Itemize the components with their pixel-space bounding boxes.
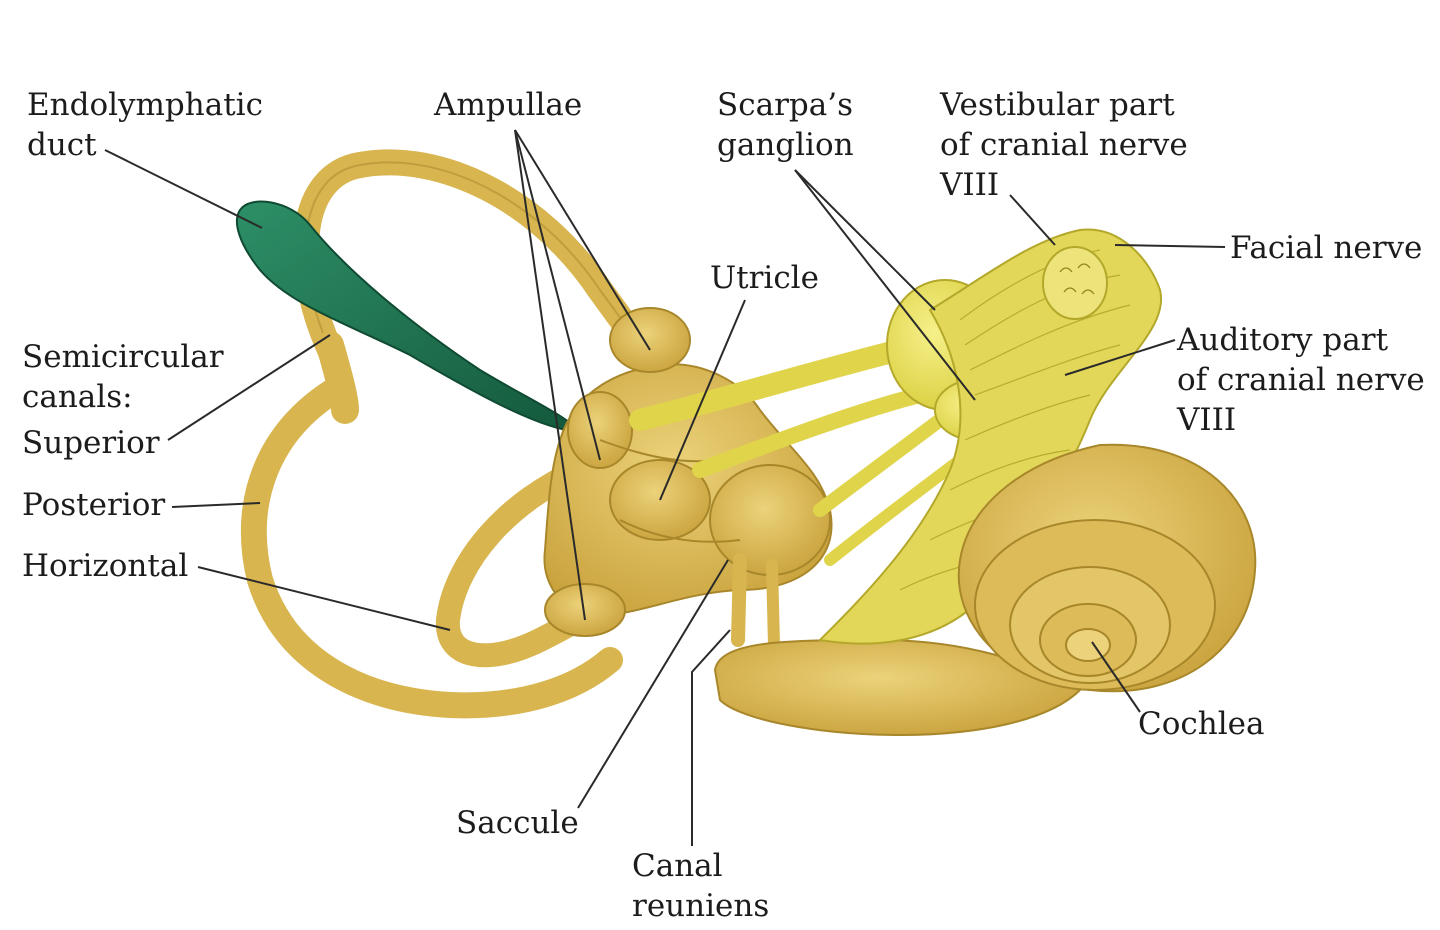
label-ampullae: Ampullae (434, 87, 583, 123)
label-superior: Superior (22, 425, 160, 461)
label-facial-nerve: Facial nerve (1230, 230, 1423, 266)
label-vestibular-part: Vestibular part of cranial nerve VIII (940, 87, 1188, 203)
label-canal-reuniens: Canal reuniens (632, 848, 770, 924)
saccule-shape (709, 464, 831, 576)
label-saccule: Saccule (456, 805, 579, 841)
leader-lines (104, 129, 1226, 846)
label-auditory-part: Auditory part of cranial nerve VIII (1177, 322, 1425, 438)
endolymphatic-sac (235, 200, 583, 434)
label-scarpas-ganglion: Scarpa’s ganglion (717, 87, 854, 163)
label-utricle: Utricle (710, 260, 819, 296)
facial-nerve-cut (1042, 246, 1108, 320)
canal-reuniens (731, 553, 747, 647)
label-semicircular-canals: Semicircular canals: (22, 339, 224, 415)
label-horizontal: Horizontal (22, 548, 189, 584)
posterior-canal (240, 377, 623, 719)
label-cochlea: Cochlea (1138, 706, 1265, 742)
label-endolymphatic-duct: Endolymphatic duct (27, 87, 263, 163)
cochlea-spiral (957, 443, 1257, 693)
ampulla-superior (609, 307, 691, 373)
label-posterior: Posterior (22, 487, 166, 523)
ampulla-posterior (544, 583, 626, 637)
ampulla-lateral (567, 391, 633, 469)
